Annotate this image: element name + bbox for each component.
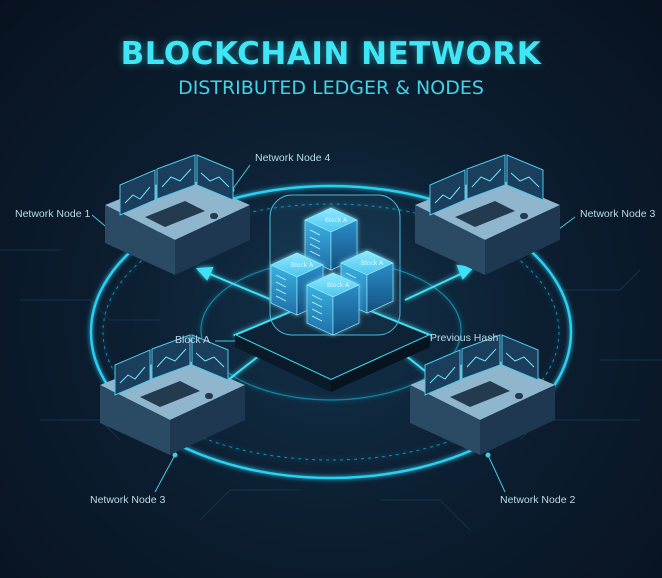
- block-cube: Block A: [270, 252, 324, 316]
- page-subtitle: DISTRIBUTED LEDGER & NODES: [178, 77, 484, 99]
- block-cube: Block A: [304, 207, 358, 271]
- label-network-node-4: Network Node 4: [255, 152, 331, 164]
- label-network-node-1: Network Node 1: [15, 208, 91, 220]
- label-network-node-3-bottom: Network Node 3: [90, 494, 166, 506]
- cube-label: Block A: [291, 262, 314, 269]
- label-network-node-3-top: Network Node 3: [580, 208, 656, 220]
- workstation-node-2: [409, 334, 556, 456]
- cube-label: Block A: [325, 217, 348, 224]
- label-previous-hash: Previous Hash: [430, 332, 499, 344]
- workstation-node-3-bottom: [99, 334, 246, 456]
- cube-label: Block A: [361, 260, 384, 267]
- label-network-node-2: Network Node 2: [500, 494, 576, 506]
- cube-label: Block A: [327, 282, 350, 289]
- page-title: BLOCKCHAIN NETWORK: [120, 36, 542, 72]
- label-block-a: Block A: [175, 334, 211, 346]
- block-cubes: Block A Block A Block A Block A: [270, 207, 394, 336]
- block-cube: Block A: [306, 272, 360, 336]
